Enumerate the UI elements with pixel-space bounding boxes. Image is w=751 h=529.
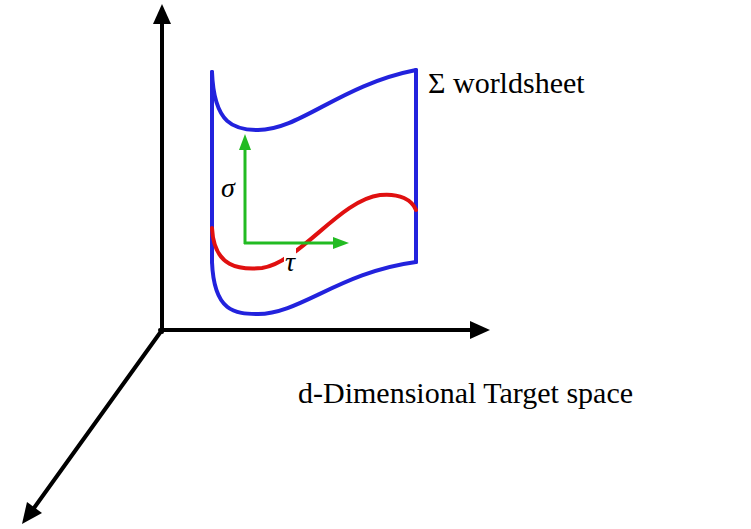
- space-label: d-Dimensional Target space: [297, 378, 634, 408]
- axis-arrowhead: [470, 321, 490, 339]
- sigma-axis: [244, 148, 247, 244]
- vertical-axis: [160, 20, 164, 332]
- worldsheet-edge: [212, 70, 416, 130]
- tau-label: τ: [284, 248, 296, 276]
- surface-label: Σ worldsheet: [427, 68, 586, 98]
- tau-axis: [244, 242, 335, 245]
- axis-arrowhead: [153, 4, 171, 24]
- horizontal-axis: [160, 328, 474, 332]
- worldsheet-edge: [414, 70, 418, 262]
- tau-arrowhead: [333, 237, 349, 249]
- sigma-arrowhead: [239, 134, 251, 150]
- axis-arrowhead: [22, 502, 42, 524]
- sigma-label: σ: [220, 174, 236, 202]
- depth-axis: [34, 330, 162, 508]
- string-curve: [212, 195, 416, 269]
